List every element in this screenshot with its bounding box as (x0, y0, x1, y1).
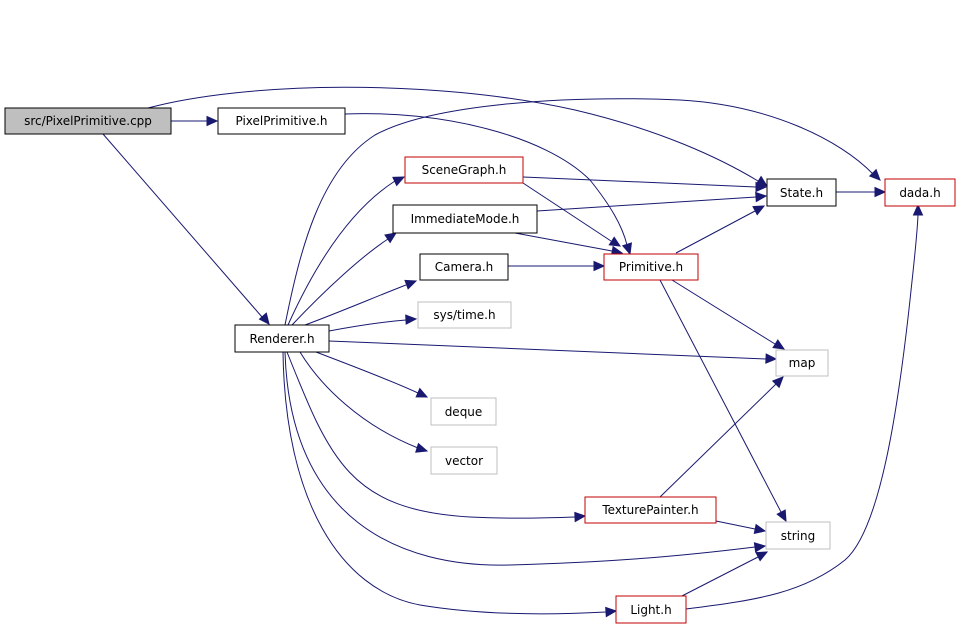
edge-primitive-h-to-state-h (675, 210, 756, 254)
arrowhead (621, 242, 632, 256)
edge-primitive-h-to-string (659, 279, 782, 513)
node-src-pixelprimitive-cpp[interactable]: src/PixelPrimitive.cpp (4, 107, 172, 135)
arrowhead (868, 168, 881, 181)
arrowhead (206, 115, 219, 127)
edge-texturepainter-h-to-map (659, 383, 777, 498)
arrowhead (776, 509, 787, 523)
arrowhead (765, 353, 778, 364)
edge-pixelprimitive-h-to-primitive-h (344, 113, 628, 246)
node-label: SceneGraph.h (422, 163, 507, 177)
arrowhead (384, 232, 398, 244)
edge-renderer-h-to-texturepainter-h (286, 351, 576, 519)
node-vector[interactable]: vector (430, 446, 498, 475)
node-texturepainter-h[interactable]: TexturePainter.h (584, 496, 717, 524)
edge-renderer-h-to-sys-time-h (328, 319, 407, 332)
node-label: State.h (780, 186, 823, 200)
edge-renderer-h-to-vector (299, 351, 419, 449)
edge-light-h-to-dada-h (685, 214, 919, 610)
edge-scenegraph-h-to-state-h (522, 176, 757, 188)
node-label: Primitive.h (619, 260, 683, 274)
arrowhead (405, 314, 418, 325)
edge-renderer-h-to-string (284, 351, 756, 566)
node-dada-h[interactable]: dada.h (884, 178, 956, 207)
edge-renderer-h-to-light-h (282, 351, 607, 615)
node-primitive-h[interactable]: Primitive.h (603, 253, 699, 281)
node-label: src/PixelPrimitive.cpp (24, 114, 152, 128)
node-string[interactable]: string (765, 521, 831, 550)
node-label: Renderer.h (249, 332, 314, 346)
node-label: map (789, 356, 816, 370)
node-label: dada.h (899, 186, 940, 200)
node-immediatemode-h[interactable]: ImmediateMode.h (392, 204, 538, 234)
edges-layer (102, 86, 924, 618)
edge-light-h-to-string (677, 556, 759, 599)
edge-renderer-h-to-deque (315, 351, 419, 394)
arrowhead (771, 376, 784, 389)
node-label: string (781, 529, 815, 543)
arrowhead (912, 203, 924, 216)
node-state-h[interactable]: State.h (766, 178, 837, 207)
node-camera-h[interactable]: Camera.h (419, 253, 509, 281)
arrowhead (392, 176, 406, 187)
node-label: sys/time.h (433, 308, 495, 322)
edge-scenegraph-h-to-primitive-h (522, 182, 612, 242)
node-label: TexturePainter.h (601, 503, 698, 517)
edge-renderer-h-to-camera-h (304, 284, 407, 326)
edge-src-pixelprimitive-cpp-to-renderer-h (102, 133, 263, 318)
edge-renderer-h-to-dada-h (284, 98, 874, 326)
node-light-h[interactable]: Light.h (615, 595, 687, 624)
node-scenegraph-h[interactable]: SceneGraph.h (404, 156, 524, 184)
arrowhead (755, 191, 768, 203)
node-label: Light.h (630, 603, 671, 617)
arrowhead (258, 312, 270, 325)
edge-renderer-h-to-scenegraph-h (287, 180, 396, 326)
edge-immediatemode-h-to-state-h (536, 196, 757, 212)
arrowhead (593, 260, 606, 272)
edge-primitive-h-to-map (671, 279, 776, 345)
edge-renderer-h-to-immediatemode-h (291, 238, 389, 326)
edge-renderer-h-to-map (328, 340, 767, 360)
nodes-layer: src/PixelPrimitive.cpp PixelPrimitive.h … (4, 107, 956, 624)
edge-texturepainter-h-to-string (715, 520, 756, 530)
arrowhead (755, 181, 768, 193)
node-label: vector (445, 454, 483, 468)
arrowhead (415, 387, 429, 398)
node-deque[interactable]: deque (430, 397, 497, 426)
arrowhead (608, 236, 622, 247)
arrowhead (605, 606, 618, 618)
arrowhead (772, 339, 786, 350)
node-label: deque (445, 405, 483, 419)
arrowhead (752, 205, 766, 216)
node-label: Camera.h (435, 260, 494, 274)
arrowhead (755, 551, 769, 562)
node-map[interactable]: map (775, 349, 829, 377)
node-label: ImmediateMode.h (411, 212, 520, 226)
arrowhead (753, 523, 767, 535)
arrowhead (404, 279, 418, 290)
node-pixelprimitive-h[interactable]: PixelPrimitive.h (217, 107, 346, 135)
edge-immediatemode-h-to-primitive-h (514, 232, 613, 252)
node-label: PixelPrimitive.h (235, 114, 327, 128)
arrowhead (415, 442, 429, 453)
arrowhead (753, 542, 767, 553)
node-renderer-h[interactable]: Renderer.h (234, 324, 330, 353)
arrowhead (574, 511, 587, 523)
arrowhead (874, 186, 887, 198)
node-sys-time-h[interactable]: sys/time.h (417, 301, 512, 329)
